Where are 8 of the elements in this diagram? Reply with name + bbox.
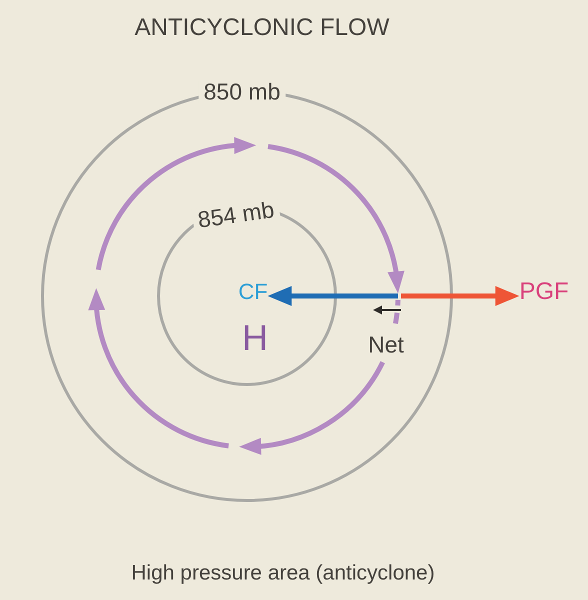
force-label: CF: [238, 281, 268, 303]
arrow: [401, 286, 520, 306]
high-pressure-symbol: H: [242, 320, 268, 356]
arrow: [268, 286, 398, 306]
diagram-title: ANTICYCLONIC FLOW: [134, 16, 390, 40]
force-label: PGF: [519, 280, 569, 304]
diagram-caption: High pressure area (anticyclone): [131, 562, 435, 584]
force-label: Net: [368, 334, 404, 356]
